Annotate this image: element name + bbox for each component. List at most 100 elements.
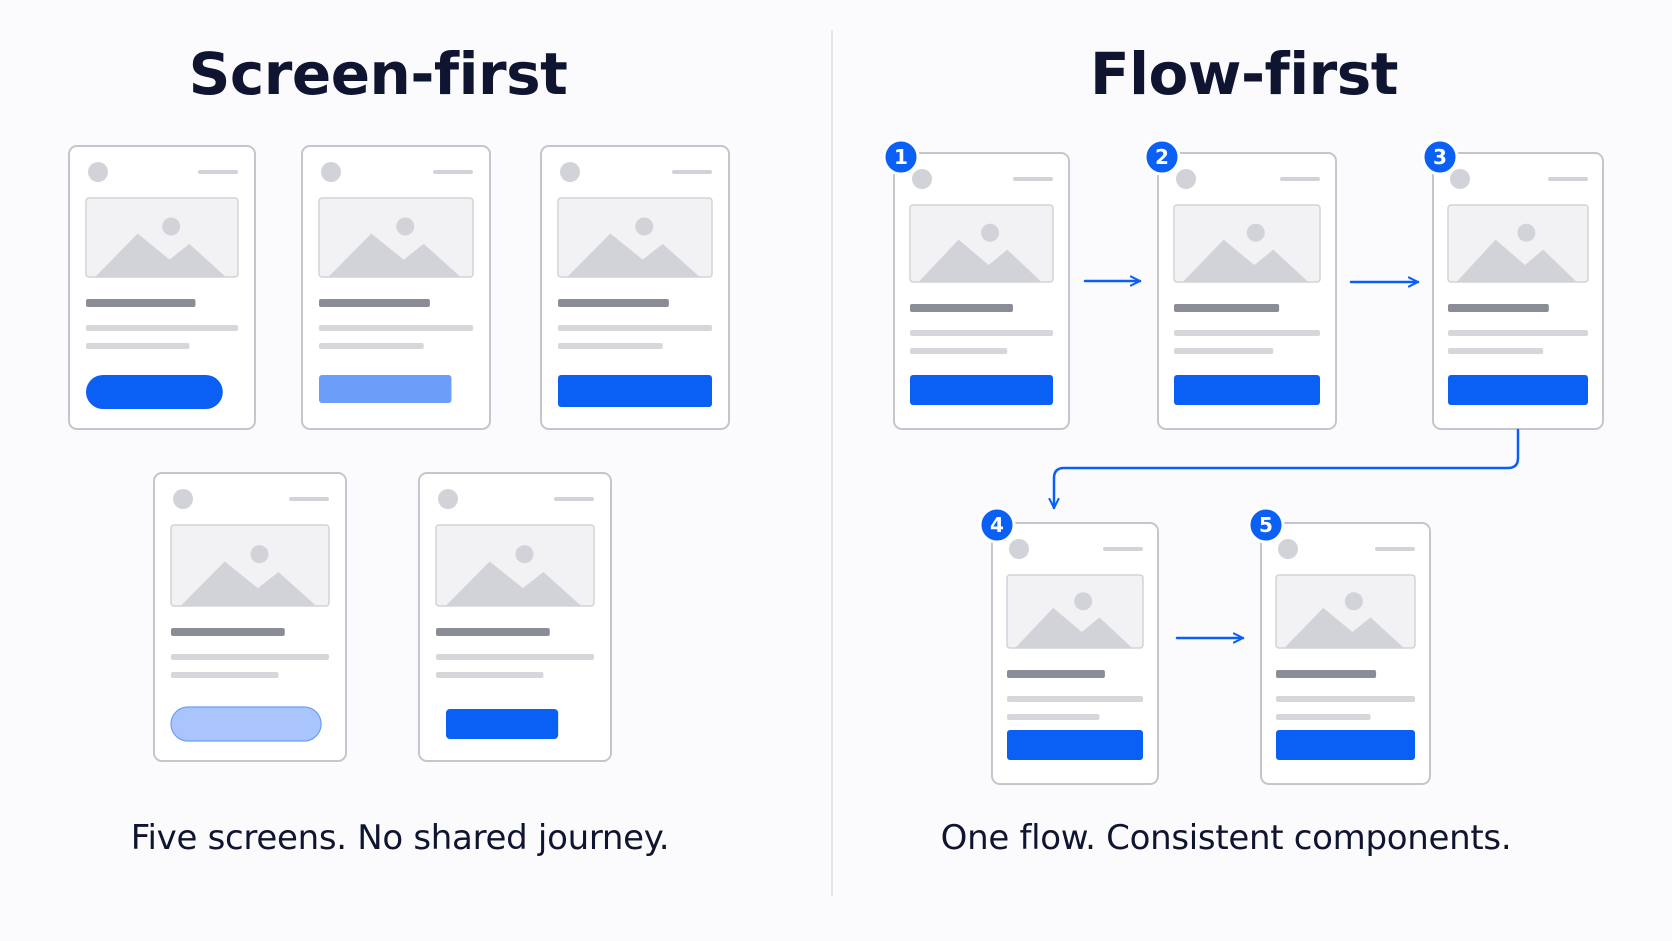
cta-button	[910, 375, 1053, 405]
mountain-glyph	[1284, 607, 1404, 648]
mountain-glyph	[180, 561, 317, 606]
title-line	[1448, 304, 1549, 312]
step-badge-circle	[1143, 138, 1181, 176]
flow-first-title: Flow-first	[1090, 40, 1398, 108]
cta-button	[170, 706, 322, 742]
avatar-placeholder	[1450, 169, 1470, 189]
header-line	[289, 497, 329, 501]
header-line	[554, 497, 594, 501]
text-line	[319, 343, 424, 349]
text-line	[436, 672, 544, 678]
mountain-glyph	[445, 561, 582, 606]
title-line	[86, 299, 196, 307]
step-badge: 3	[1421, 138, 1459, 176]
sun-glyph	[162, 217, 181, 236]
screen-first-title: Screen-first	[188, 40, 568, 108]
cta-button	[1276, 730, 1415, 760]
step-number: 2	[1155, 145, 1169, 169]
header-line	[1548, 177, 1588, 181]
text-line	[1448, 348, 1544, 354]
title-line	[1174, 304, 1280, 312]
step-badge-circle	[882, 138, 920, 176]
text-line	[171, 672, 279, 678]
text-line	[1276, 714, 1371, 720]
text-line	[319, 325, 473, 331]
mountain-glyph	[567, 233, 700, 277]
title-line	[436, 628, 550, 636]
flow-connector-arrow	[1054, 428, 1520, 510]
flow-first-screen	[991, 522, 1159, 785]
step-badge: 1	[882, 138, 920, 176]
screen-first-screen	[301, 145, 491, 430]
text-line	[1007, 696, 1143, 702]
text-line	[171, 654, 329, 660]
sun-glyph	[396, 217, 415, 236]
text-line	[1276, 696, 1415, 702]
screen-first-screen	[418, 472, 612, 762]
text-line	[86, 325, 238, 331]
cta-button	[1448, 375, 1588, 405]
avatar-placeholder	[1176, 169, 1196, 189]
avatar-placeholder	[88, 162, 108, 182]
header-line	[672, 170, 712, 174]
text-line	[86, 343, 190, 349]
title-line	[171, 628, 285, 636]
avatar-placeholder	[912, 169, 932, 189]
header-line	[1375, 547, 1415, 551]
header-line	[433, 170, 473, 174]
text-line	[558, 343, 663, 349]
cta-button	[1174, 375, 1320, 405]
sun-glyph	[635, 217, 654, 236]
sun-glyph	[250, 545, 269, 564]
flow-first-caption: One flow. Consistent components.	[940, 818, 1512, 858]
flow-first-screen	[1432, 152, 1604, 430]
flow-first-screen	[893, 152, 1070, 430]
step-badge-circle	[1247, 506, 1285, 544]
mountain-glyph	[1015, 607, 1133, 648]
title-line	[558, 299, 669, 307]
step-badge-circle	[1421, 138, 1459, 176]
step-badge: 2	[1143, 138, 1181, 176]
screen-first-caption: Five screens. No shared journey.	[130, 818, 670, 858]
text-line	[558, 325, 712, 331]
center-divider	[831, 30, 833, 896]
header-line	[1103, 547, 1143, 551]
header-line	[1280, 177, 1320, 181]
title-line	[319, 299, 430, 307]
step-number: 1	[894, 145, 908, 169]
avatar-placeholder	[1278, 539, 1298, 559]
flow-first-screen	[1260, 522, 1431, 785]
header-line	[198, 170, 238, 174]
screen-first-screen	[540, 145, 730, 430]
cta-button	[1007, 730, 1143, 760]
title-line	[1276, 670, 1377, 678]
screen-first-screen	[68, 145, 256, 430]
mountain-glyph	[1182, 239, 1309, 282]
sun-glyph	[1517, 223, 1536, 242]
sun-glyph	[1074, 592, 1093, 611]
mountain-glyph	[328, 233, 461, 277]
sun-glyph	[1246, 223, 1265, 242]
cta-button	[319, 375, 452, 403]
cta-button	[86, 375, 223, 409]
step-badge: 5	[1247, 506, 1285, 544]
step-number: 4	[990, 513, 1004, 537]
screen-first-screen	[153, 472, 347, 762]
avatar-placeholder	[321, 162, 341, 182]
text-line	[1174, 330, 1320, 336]
flow-first-screen	[1157, 152, 1337, 430]
avatar-placeholder	[1009, 539, 1029, 559]
sun-glyph	[515, 545, 534, 564]
text-line	[436, 654, 594, 660]
text-line	[910, 330, 1053, 336]
header-line	[1013, 177, 1053, 181]
cta-button	[558, 375, 712, 407]
title-line	[910, 304, 1013, 312]
sun-glyph	[981, 223, 1000, 242]
title-line	[1007, 670, 1105, 678]
avatar-placeholder	[438, 489, 458, 509]
step-number: 5	[1259, 513, 1273, 537]
step-badge-circle	[978, 506, 1016, 544]
